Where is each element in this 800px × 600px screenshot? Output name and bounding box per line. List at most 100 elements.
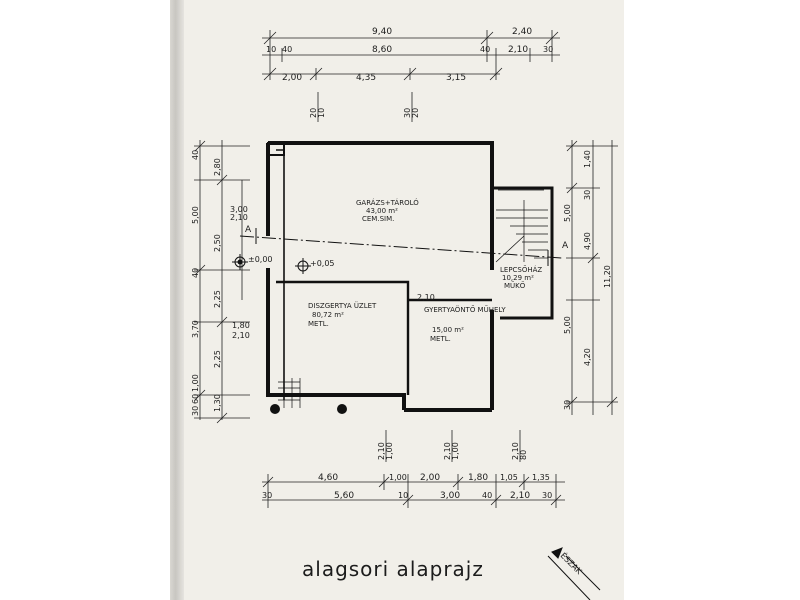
dim-bottom-1-05: 1,05 [500,473,518,482]
dim-bottom-3-00: 3,00 [440,491,460,501]
room-shop: DISZGERTYA ÜZLET 80,72 m² METL. [308,301,377,328]
right-dimension-texts: 1,40 30 5,00 4,90 11,20 5,00 4,20 30 [563,150,612,410]
dim-left-5-00: 5,00 [191,206,200,224]
dim-bottom-40: 40 [482,491,492,500]
opening-top-20b: 20 [411,108,420,118]
binding-strip [170,0,184,600]
dim-top-4-35: 4,35 [356,73,376,83]
dim-left-2-10a: 2,10 [230,213,248,222]
dim-bottom-5-60: 5,60 [334,491,354,501]
top-dimension-lines [262,30,560,81]
room-staircase-area: 10,29 m² [502,274,534,282]
dim-left-2-50: 2,50 [213,234,222,252]
opening-bottom-2-10c: 2,10 [511,442,520,460]
dim-bottom-1-00: 1,00 [389,473,407,482]
section-marker-a-right: A [562,241,569,251]
right-dimension-lines [566,140,618,415]
dim-left-3-70: 3,70 [191,320,200,338]
dim-left-2-25a: 2,25 [213,290,222,308]
room-workshop-floor: METL. [430,335,451,343]
dim-left-30: 30 [191,406,200,416]
left-margin [0,0,170,600]
drawing-caption: alagsori alaprajz [302,557,484,581]
building-walls [266,141,554,412]
dim-top-8-60: 8,60 [372,45,392,55]
dim-left-2-80: 2,80 [213,158,222,176]
bottom-dimension-lines [262,474,565,508]
room-staircase: LEPCSŐHÁZ 10,29 m² MŰKŐ [500,265,542,290]
dim-top-3-15: 3,15 [446,73,466,83]
room-staircase-floor: MŰKŐ [504,281,526,290]
dim-left-2-10b: 2,10 [232,331,250,340]
room-garage-floor: CEM.SIM. [362,215,394,223]
stair-hatching [278,189,548,408]
opening-bottom-2-10a: 2,10 [377,442,386,460]
section-line-a [239,228,563,266]
room-shop-name: DISZGERTYA ÜZLET [308,301,377,310]
dim-left-1-00: 1,00 [191,374,200,392]
opening-top-20a: 20 [309,108,318,118]
dim-right-30b: 30 [563,400,572,410]
dim-right-11-20: 11,20 [603,265,612,288]
top-dimension-texts: 9,40 2,40 10 40 8,60 40 2,10 30 2,00 4,3… [266,27,553,83]
dim-right-5-00a: 5,00 [563,204,572,222]
opening-top-10a: 10 [317,108,326,118]
dim-bottom-1-35: 1,35 [532,473,550,482]
opening-bottom-1-00a: 1,00 [385,442,394,460]
level-0-00: ±0,00 [248,255,273,264]
dim-left-1-80: 1,80 [232,321,250,330]
room-workshop: GYERTYAÖNTŐ MŰHELY 15,00 m² METL. [424,305,506,343]
section-marker-a-left: A [245,225,252,235]
dim-left-40b: 40 [191,268,200,278]
dim-right-4-90: 4,90 [583,232,592,250]
dim-bottom-2-00: 2,00 [420,473,440,483]
dim-top-30: 30 [543,45,553,54]
left-dimension-lines [194,140,250,424]
dim-top-9-40: 9,40 [372,27,392,37]
room-workshop-area: 15,00 m² [432,326,464,334]
dim-bottom-1-80: 1,80 [468,473,488,483]
room-shop-floor: METL. [308,320,329,328]
dim-left-60: 60 [191,394,200,404]
dim-left-2-25b: 2,25 [213,350,222,368]
dim-left-40a: 40 [191,150,200,160]
dim-top-2-40: 2,40 [512,27,532,37]
dim-top-10: 10 [266,45,276,54]
level-marker-dot [237,259,243,265]
bottom-opening-marks [385,430,521,462]
columns [270,404,347,414]
bottom-dimension-texts: 4,60 1,00 2,00 1,80 1,05 1,35 30 5,60 10… [262,473,552,501]
level-2-10: 2,10 [417,293,435,302]
dim-top-2-10: 2,10 [508,45,528,55]
room-garage: GARÁZS+TÁROLÓ 43,00 m² CEM.SIM. [356,198,419,223]
room-workshop-name: GYERTYAÖNTŐ MŰHELY [424,305,506,314]
opening-bottom-80: 80 [519,450,528,460]
left-dimension-texts: 40 2,80 5,00 3,00 2,10 2,50 40 2,25 3,70… [191,150,250,416]
right-margin [624,0,800,600]
dim-left-3-00: 3,00 [230,205,248,214]
dim-right-4-20: 4,20 [583,348,592,366]
room-garage-area: 43,00 m² [366,207,398,215]
dim-left-1-30: 1,30 [213,394,222,412]
room-shop-area: 80,72 m² [312,311,344,319]
dim-bottom-2-10: 2,10 [510,491,530,501]
dim-right-5-00b: 5,00 [563,316,572,334]
dim-bottom-30a: 30 [262,491,272,500]
dim-top-40a: 40 [282,45,292,54]
room-staircase-name: LEPCSŐHÁZ [500,265,542,274]
top-opening-marks [317,92,413,122]
level-plus-0-05: +0,05 [310,259,335,268]
north-arrow [547,547,601,600]
north-label: ÉSZAK [559,550,586,577]
dim-top-40b: 40 [480,45,490,54]
dim-right-1-40: 1,40 [583,150,592,168]
dim-bottom-10: 10 [398,491,408,500]
level-markers [232,254,311,274]
dim-top-2-00: 2,00 [282,73,302,83]
opening-bottom-1-00b: 1,00 [451,442,460,460]
room-garage-name: GARÁZS+TÁROLÓ [356,198,419,207]
dim-right-30a: 30 [583,190,592,200]
opening-top-30: 30 [403,108,412,118]
dim-bottom-30b: 30 [542,491,552,500]
